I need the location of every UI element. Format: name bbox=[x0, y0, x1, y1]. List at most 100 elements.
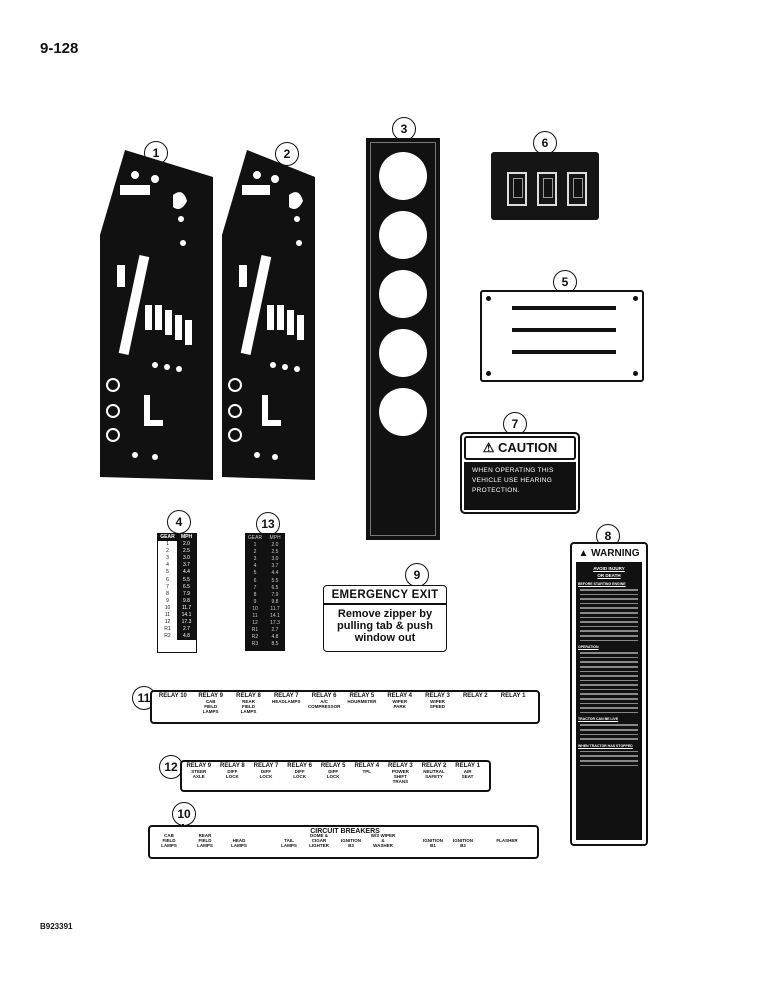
gear-cell: 2 bbox=[166, 548, 169, 555]
relay-function: DIFF bbox=[227, 769, 238, 774]
header-gear: GEAR bbox=[160, 534, 175, 540]
relay-number: RELAY 6 bbox=[311, 693, 337, 699]
relay-function: FIELD bbox=[204, 704, 218, 709]
breaker-function: CAB bbox=[164, 833, 174, 838]
breaker-function: W/S WIPER bbox=[370, 833, 396, 838]
gauge-hole bbox=[379, 152, 427, 200]
gear-cell: 10 bbox=[252, 605, 258, 612]
relay-number: RELAY 2 bbox=[462, 693, 488, 699]
gear-cell: 10 bbox=[164, 604, 171, 611]
screw-hole bbox=[486, 371, 491, 376]
warning-body: AVOID INJURY OR DEATH BEFORE STARTING EN… bbox=[576, 562, 642, 840]
breaker-function: FIELD bbox=[162, 838, 176, 843]
mph-cell: 8.5 bbox=[271, 641, 279, 648]
relay-function: POWER bbox=[391, 769, 409, 774]
relay-number: RELAY 7 bbox=[253, 763, 279, 769]
bezel-border bbox=[370, 142, 436, 536]
relay-function: FIELD bbox=[241, 704, 255, 709]
callout-10: 10 bbox=[172, 802, 196, 826]
breaker-function: HEAD bbox=[232, 838, 246, 843]
caution-line: VEHICLE USE HEARING bbox=[472, 477, 553, 484]
gauge-hole bbox=[379, 329, 427, 377]
mph-cell: 4.8 bbox=[177, 633, 196, 641]
emergency-exit-line: pulling tab & push bbox=[337, 619, 433, 632]
relay-number: RELAY 5 bbox=[320, 763, 346, 769]
breaker-function: REAR bbox=[198, 833, 212, 838]
relay-number: RELAY 3 bbox=[388, 763, 413, 769]
relay-number: RELAY 9 bbox=[186, 763, 212, 769]
gear-cell: 5 bbox=[253, 570, 257, 577]
callout-9: 9 bbox=[405, 563, 429, 587]
relay-function: LOCK bbox=[293, 774, 306, 779]
mph-cell: 2.0 bbox=[177, 541, 196, 549]
gear-cell: 6 bbox=[253, 577, 257, 584]
relay-function: AIR bbox=[463, 769, 472, 774]
table-row: 10 11.7 bbox=[245, 606, 285, 613]
gear-cell: 11 bbox=[252, 613, 258, 620]
warning-triangle-icon: ⚠ bbox=[482, 440, 495, 455]
relay-number: RELAY 3 bbox=[425, 693, 450, 699]
emergency-exit-line: Remove zipper by bbox=[337, 607, 433, 620]
gear-cell: 1 bbox=[166, 541, 169, 548]
breaker-label: FLASHER bbox=[490, 838, 524, 843]
gear-cell: R3 bbox=[251, 641, 259, 648]
mph-cell: 2.7 bbox=[177, 626, 196, 634]
relay-function: SHIFT bbox=[393, 774, 407, 779]
relay-function: SAFETY bbox=[425, 774, 443, 779]
header-mph: MPH bbox=[180, 534, 193, 540]
breaker-function: LAMPS bbox=[161, 843, 177, 848]
relay-number: RELAY 4 bbox=[387, 693, 413, 699]
slide-bar bbox=[512, 328, 616, 332]
mph-cell: 17.3 bbox=[270, 620, 280, 627]
relay-function: COMPRESSOR bbox=[307, 704, 341, 709]
switch-cutout bbox=[537, 172, 557, 206]
callout-4: 4 bbox=[167, 510, 191, 534]
gauge-hole bbox=[379, 270, 427, 318]
gauge-bezel-decal bbox=[366, 138, 440, 540]
warning-subheader: AVOID INJURY bbox=[593, 566, 625, 571]
relay-function: SEAT bbox=[461, 774, 474, 779]
warning-subheader: OR DEATH bbox=[597, 573, 621, 578]
header-mph: MPH bbox=[269, 535, 281, 541]
mph-cell: 11.7 bbox=[270, 605, 280, 612]
figure-id: B923391 bbox=[40, 922, 73, 931]
gear-cell: R1 bbox=[164, 626, 171, 633]
warning-triangle-icon: ▲ bbox=[578, 548, 589, 559]
relay-number: RELAY 4 bbox=[354, 763, 380, 769]
gear-cell: 12 bbox=[252, 620, 258, 627]
relay-function: LOCK bbox=[226, 774, 239, 779]
gauge-hole bbox=[379, 211, 427, 259]
table-header: GEAR MPH bbox=[245, 533, 285, 542]
gear-cell: 8 bbox=[166, 590, 169, 597]
breaker-function: WASHER bbox=[373, 843, 393, 848]
caution-line: PROTECTION. bbox=[472, 487, 520, 494]
warning-title: WARNING bbox=[591, 548, 640, 559]
gear-cell: 7 bbox=[253, 584, 257, 591]
relay-number: RELAY 9 bbox=[198, 693, 224, 699]
relay-function: REAR bbox=[242, 699, 255, 704]
callout-13: 13 bbox=[256, 512, 280, 536]
relay-function: NEUTRAL bbox=[423, 769, 445, 774]
relay-function: SPEED bbox=[429, 704, 446, 709]
mph-cell: 4.4 bbox=[271, 570, 279, 577]
relay-label: RELAY 10 bbox=[154, 693, 192, 699]
gear-cell: 4 bbox=[253, 563, 257, 570]
